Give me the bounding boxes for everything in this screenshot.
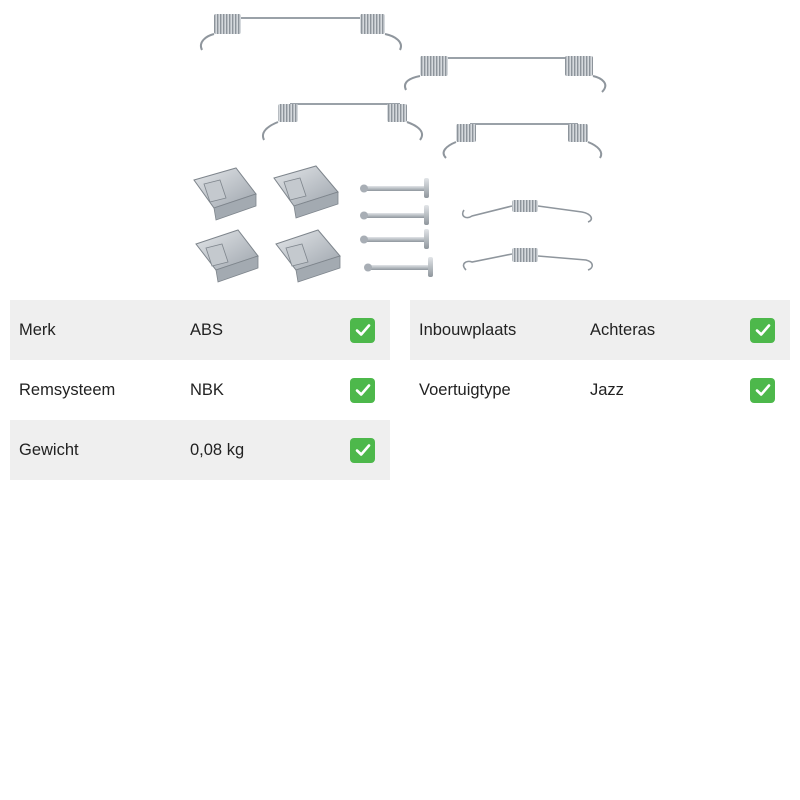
brake-spring (442, 123, 603, 159)
spec-value: NBK (190, 380, 224, 399)
spec-row-inbouwplaats: Inbouwplaats Achteras (410, 300, 790, 360)
spec-value: Achteras (590, 320, 656, 339)
spec-label: Remsysteem (19, 380, 116, 399)
hold-down-pin (364, 257, 433, 277)
spec-row-gewicht: Gewicht 0,08 kg (10, 420, 390, 480)
hold-down-pin (360, 205, 429, 225)
spec-label: Merk (19, 320, 56, 339)
check-mark-icon (350, 317, 375, 343)
check-mark-icon (750, 317, 775, 343)
spec-value: 0,08 kg (190, 440, 245, 459)
small-spring (461, 200, 593, 223)
spec-table-left: Merk ABS Remsysteem NBK Gewicht 0,08 kg (10, 300, 390, 480)
spec-label: Gewicht (19, 440, 79, 459)
hold-down-pin (360, 229, 429, 249)
retaining-clip (275, 229, 341, 283)
spec-table-right: Inbouwplaats Achteras Voertuigtype Jazz (410, 300, 790, 420)
brake-spring (404, 56, 607, 93)
product-image (193, 14, 607, 283)
brake-spring (262, 103, 424, 141)
spec-value: Jazz (590, 380, 624, 399)
check-mark-icon (750, 377, 775, 403)
spec-row-voertuigtype: Voertuigtype Jazz (410, 360, 790, 420)
retaining-clip (273, 165, 339, 219)
retaining-clip (195, 229, 259, 283)
check-mark-icon (350, 437, 375, 463)
spec-label: Voertuigtype (419, 380, 511, 399)
hold-down-pin (360, 178, 429, 198)
retaining-clip (193, 167, 257, 221)
spec-row-merk: Merk ABS (10, 300, 390, 360)
check-mark-icon (350, 377, 375, 403)
spec-row-remsysteem: Remsysteem NBK (10, 360, 390, 420)
small-spring (462, 248, 594, 271)
spec-value: ABS (190, 320, 224, 339)
spec-label: Inbouwplaats (419, 320, 517, 339)
brake-spring (200, 14, 402, 51)
